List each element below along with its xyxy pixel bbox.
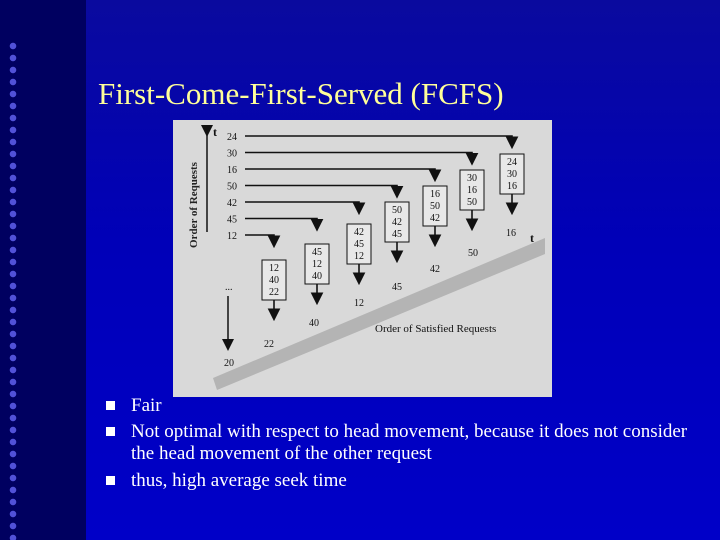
initial-queue-value: 16 [227,165,237,176]
queue-snapshot-value: 50 [392,205,402,216]
queue-snapshot-value: 45 [392,229,402,240]
dot-pattern [5,40,21,540]
satisfied-value: 42 [430,264,440,275]
queue-snapshot-value: 30 [507,169,517,180]
queue-snapshot-value: 40 [269,275,279,286]
queue-snapshot-value: 50 [430,201,440,212]
queue-snapshot-box [346,223,372,265]
queue-snapshot-value: 45 [312,247,322,258]
fcfs-diagram-svg: Order of Requests t t Order of Satisfied… [188,125,545,390]
left-decorative-bar [0,0,86,540]
satisfied-value: 50 [468,248,478,259]
queue-snapshot-value: 42 [354,227,364,238]
bullet-text: thus, high average seek time [131,470,347,491]
bullet-marker [106,401,115,410]
satisfied-value: 12 [354,298,364,309]
request-arrow [245,217,324,232]
initial-queue-value: 30 [227,149,237,160]
bullet-marker [106,476,115,485]
queue-snapshot-value: 30 [467,173,477,184]
queue-snapshot-value: 42 [392,217,402,228]
satisfied-band [213,238,545,390]
time-label-top: t [213,125,217,139]
queue-snapshot-value: 12 [312,259,322,270]
queue-snapshot-value: 42 [430,213,440,224]
queue-snapshot-value: 40 [312,271,322,282]
request-arrow [245,234,281,249]
fcfs-diagram: Order of Requests t t Order of Satisfied… [173,120,552,397]
bullet-item: Not optimal with respect to head movemen… [104,421,704,465]
queue-snapshot-value: 16 [430,189,440,200]
queue-snapshot-box [261,259,287,301]
bullet-item: thus, high average seek time [104,470,704,492]
queue-snapshot-box [499,153,525,195]
initial-queue-value: 42 [227,198,237,209]
satisfied-value: 45 [392,282,402,293]
bullet-marker [106,427,115,436]
initial-queue-value: 12 [227,231,237,242]
x-axis-label: Order of Satisfied Requests [375,323,496,335]
bullet-text: Fair [131,395,162,416]
request-arrow [245,201,366,216]
y-axis-label: Order of Requests [188,161,200,248]
satisfied-value: 22 [264,339,274,350]
request-arrow [245,151,479,166]
request-arrow [245,184,404,199]
bullet-list: Fair Not optimal with respect to head mo… [104,395,704,496]
queue-snapshot-value: 50 [467,197,477,208]
queue-snapshot-value: 12 [354,251,364,262]
satisfied-value: 16 [506,228,516,239]
time-label-right: t [530,231,534,245]
slide-title: First-Come-First-Served (FCFS) [98,76,504,111]
queue-snapshot-box [422,185,448,227]
queue-snapshot-value: 12 [269,263,279,274]
request-arrow [245,135,519,150]
queue-snapshot-box [459,169,485,211]
satisfied-value: 40 [309,318,319,329]
queue-snapshot-value: 22 [269,287,279,298]
queue-snapshot-value: 24 [507,157,517,168]
queue-snapshot-value: 45 [354,239,364,250]
initial-queue-value: 50 [227,182,237,193]
initial-queue-value: 24 [227,132,237,143]
initial-queue-value: 45 [227,215,237,226]
bullet-item: Fair [104,395,704,417]
queue-snapshot-value: 16 [507,181,517,192]
request-arrow [245,168,442,183]
satisfied-value: 20 [224,358,234,369]
bullet-text: Not optimal with respect to head movemen… [131,421,688,464]
ellipsis-mark: ... [225,282,233,293]
queue-snapshot-value: 16 [467,185,477,196]
